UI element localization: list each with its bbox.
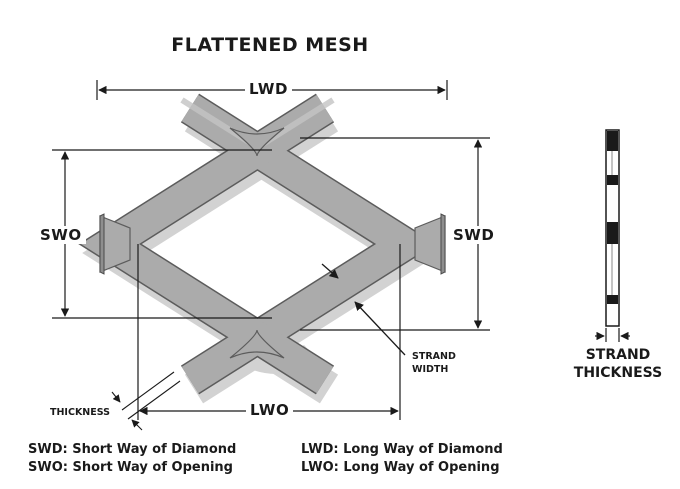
strand-width-line2: WIDTH bbox=[412, 364, 449, 375]
strand-thickness-label: STRAND THICKNESS bbox=[560, 346, 676, 382]
strand-thickness-arrows bbox=[595, 328, 630, 342]
legend-lwd: LWD: Long Way of Diamond bbox=[301, 442, 503, 457]
lwo-label: LWO bbox=[246, 401, 294, 419]
diagram-title: FLATTENED MESH bbox=[171, 34, 369, 56]
strand-width-arrows bbox=[321, 263, 406, 356]
swd-label: SWD bbox=[449, 226, 499, 244]
lwd-label: LWD bbox=[245, 80, 292, 98]
legend-swd: SWD: Short Way of Diamond bbox=[28, 442, 237, 457]
thickness-label: THICKNESS bbox=[50, 407, 110, 418]
strand-width-line1: STRAND bbox=[412, 351, 456, 362]
strand-thickness-profile bbox=[605, 129, 620, 327]
legend-swo: SWO: Short Way of Opening bbox=[28, 460, 233, 475]
strand-width-label: STRAND WIDTH bbox=[412, 350, 456, 376]
swo-label: SWO bbox=[36, 226, 86, 244]
bond-fillet bbox=[99, 127, 446, 359]
legend-lwo: LWO: Long Way of Opening bbox=[301, 460, 500, 475]
strand-thickness-line1: STRAND bbox=[585, 347, 651, 363]
thickness-leader bbox=[111, 371, 181, 431]
strand-thickness-line2: THICKNESS bbox=[573, 365, 663, 381]
